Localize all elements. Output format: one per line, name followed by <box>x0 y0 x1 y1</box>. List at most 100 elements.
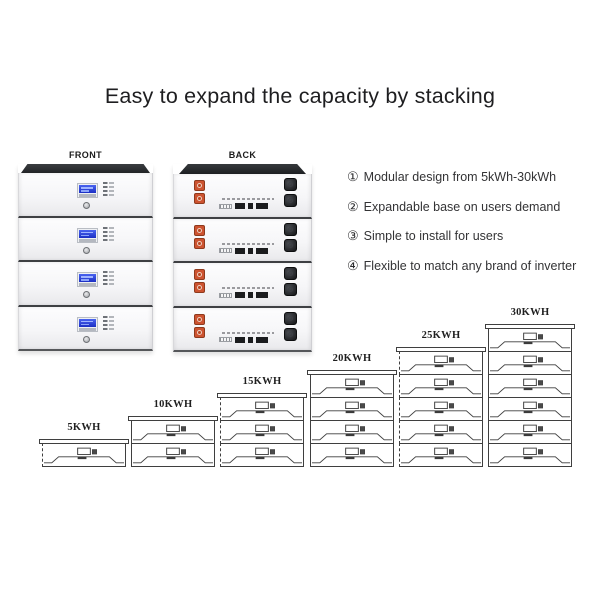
unit-line-art <box>221 401 303 418</box>
port-label-text <box>222 242 274 245</box>
display-icon <box>523 378 537 386</box>
plug-icon <box>449 449 454 455</box>
plug-icon <box>538 403 543 409</box>
port-icon <box>235 247 245 254</box>
capacity-stack-20kwh: 20KWH <box>307 353 397 467</box>
battery-unit-outline <box>399 420 483 444</box>
feature-item: ④ Flexible to match any brand of inverte… <box>347 258 576 274</box>
unit-line-art <box>400 447 482 464</box>
feature-text: Expandable base on users demand <box>363 199 561 214</box>
circled-number-icon: ④ <box>347 257 359 273</box>
port-icon <box>256 336 268 343</box>
battery-unit-outline <box>310 374 394 398</box>
handle-recess-line <box>489 387 571 395</box>
display-icon <box>345 401 359 409</box>
capacity-stack-15kwh: 15KWH <box>217 376 307 467</box>
feature-item: ② Expandable base on users demand <box>347 199 576 215</box>
negative-terminal-icon <box>284 283 297 296</box>
battery-stack-front-view <box>18 164 153 351</box>
lcd-screen <box>79 185 96 193</box>
lcd-display <box>77 316 98 332</box>
power-button-icon <box>83 202 90 209</box>
unit-line-art <box>43 447 125 464</box>
port-icon <box>256 247 268 254</box>
feature-text: Flexible to match any brand of inverter <box>363 258 577 273</box>
handle-recess-line <box>311 433 393 441</box>
battery-unit-outline <box>488 351 572 375</box>
unit-line-art <box>489 355 571 372</box>
capacity-stack-5kwh: 5KWH <box>39 422 129 467</box>
positive-terminal-icon <box>194 193 205 204</box>
display-icon <box>345 378 359 386</box>
unit-line-art <box>400 424 482 441</box>
battery-module-front <box>18 217 153 262</box>
feature-text: Simple to install for users <box>363 229 504 243</box>
capacity-label: 10KWH <box>153 399 193 410</box>
port-icon <box>248 203 253 209</box>
handle-recess-line <box>221 433 303 441</box>
power-button-icon <box>83 291 90 298</box>
display-icon <box>255 424 269 432</box>
feature-list: ① Modular design from 5kWh-30kWh ② Expan… <box>347 169 576 287</box>
plug-icon <box>538 334 543 340</box>
plug-icon <box>270 403 275 409</box>
unit-line-art <box>132 424 214 441</box>
lcd-display <box>77 272 98 287</box>
lcd-screen <box>79 318 96 327</box>
battery-unit-outline <box>488 397 572 421</box>
battery-unit-outline <box>220 397 304 421</box>
display-icon <box>434 378 448 386</box>
battery-unit-outline <box>310 443 394 467</box>
handle-recess-line <box>221 456 303 464</box>
handle-recess-line <box>311 387 393 395</box>
unit-line-art <box>489 332 571 349</box>
battery-module-front <box>18 306 153 351</box>
battery-module-front <box>18 262 153 307</box>
comm-connector-icon <box>219 203 232 209</box>
display-icon <box>523 332 537 340</box>
display-icon <box>77 447 91 455</box>
battery-module-back <box>173 307 312 352</box>
plug-icon <box>360 403 365 409</box>
led-indicators <box>103 226 114 241</box>
plug-icon <box>92 449 97 455</box>
port-icon <box>256 203 268 209</box>
unit-line-art <box>400 378 482 395</box>
plug-icon <box>270 449 275 455</box>
circled-number-icon: ② <box>347 198 359 214</box>
battery-unit-outline <box>488 443 572 467</box>
power-button-icon <box>83 246 90 254</box>
unit-line-art <box>400 401 482 418</box>
battery-unit-outline <box>399 351 483 375</box>
negative-terminal-icon <box>284 267 297 280</box>
comm-connector-icon <box>219 337 232 342</box>
capacity-label: 15KWH <box>242 376 282 387</box>
battery-module-back <box>173 263 312 308</box>
negative-terminal-icon <box>284 222 297 236</box>
display-icon <box>523 355 537 363</box>
plug-icon <box>181 426 186 432</box>
plug-icon <box>181 449 186 455</box>
feature-text: Modular design from 5kWh-30kWh <box>363 170 557 184</box>
battery-unit-outline <box>131 420 215 444</box>
feature-item: ① Modular design from 5kWh-30kWh <box>347 169 576 185</box>
lcd-button-strip <box>79 327 96 331</box>
plug-icon <box>449 426 454 432</box>
negative-terminal-icon <box>284 311 297 325</box>
positive-terminal-icon <box>194 326 205 338</box>
capacity-stack-30kwh: 30KWH <box>485 307 575 467</box>
port-icon <box>256 292 268 298</box>
battery-unit-outline <box>399 374 483 398</box>
display-icon <box>434 424 448 432</box>
handle-recess-line <box>489 364 571 372</box>
negative-terminal-icon <box>284 238 297 252</box>
capacity-stack-10kwh: 10KWH <box>128 399 218 467</box>
led-indicators <box>103 315 114 330</box>
battery-unit-outline <box>310 397 394 421</box>
plug-icon <box>449 380 454 386</box>
unit-line-art <box>489 401 571 418</box>
lcd-screen <box>79 274 96 282</box>
plug-icon <box>538 426 543 432</box>
unit-line-art <box>311 424 393 441</box>
